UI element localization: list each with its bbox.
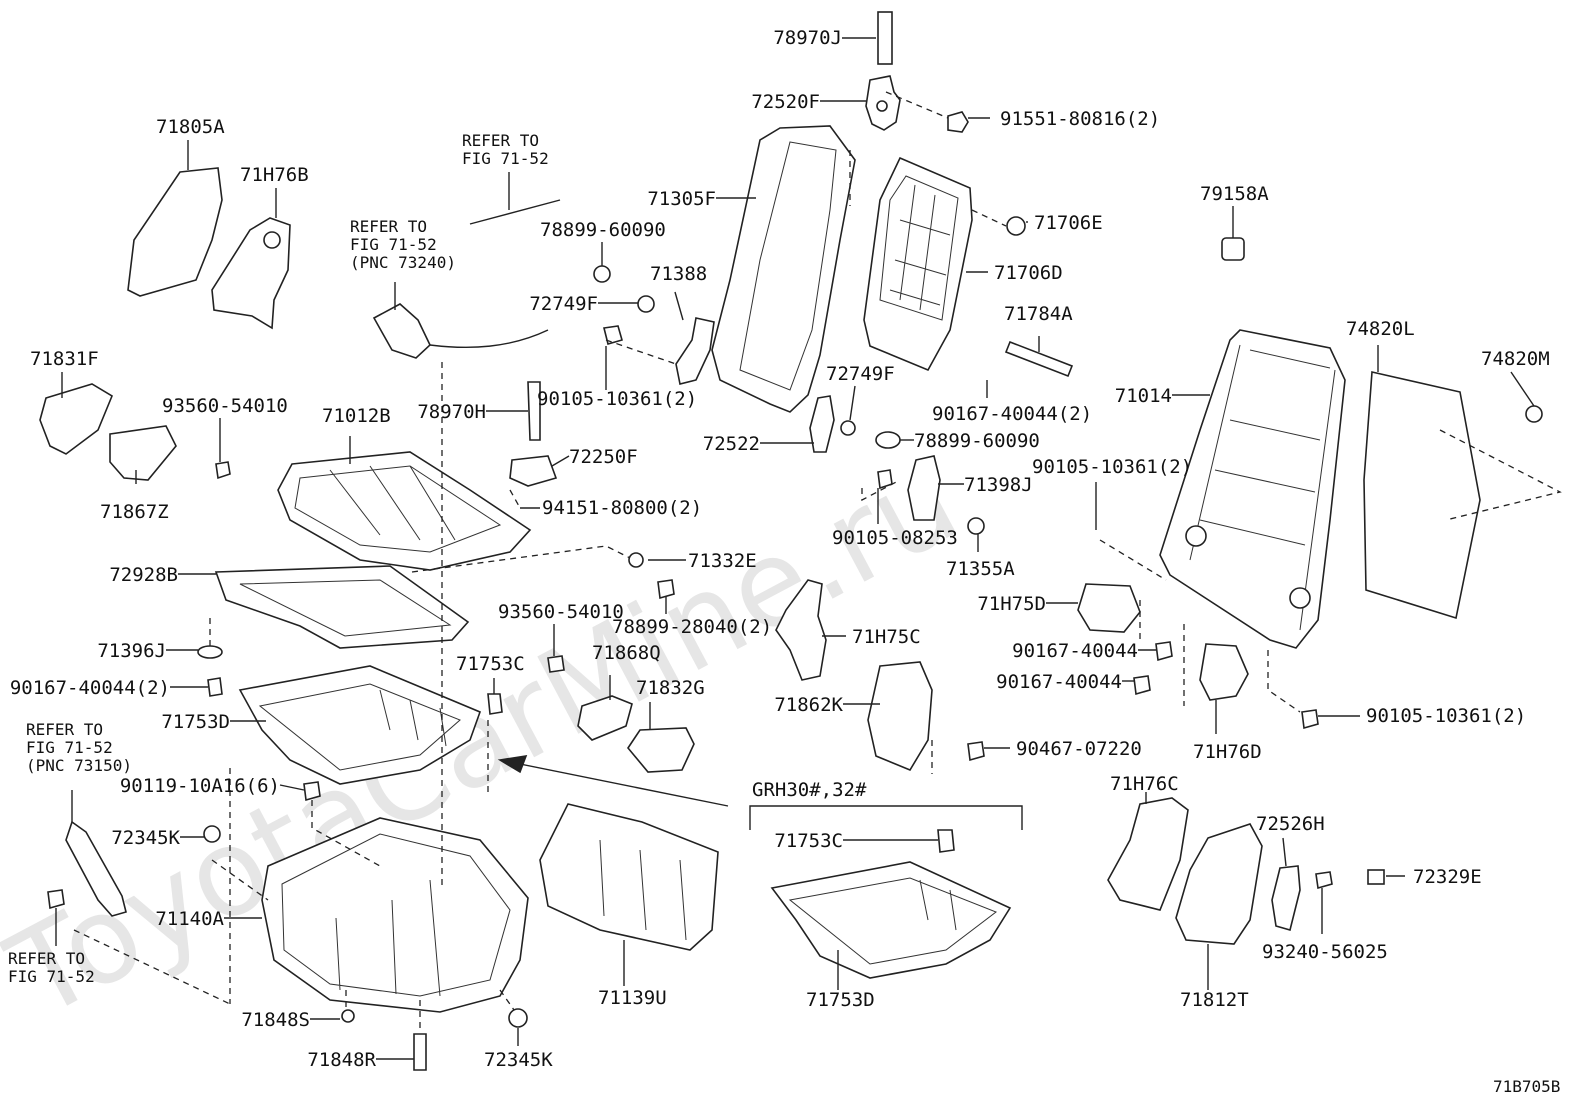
part-label-71832g[interactable]: 71832G (636, 677, 705, 699)
part-label-93240-56025[interactable]: 93240-56025 (1262, 941, 1388, 963)
part-label-78899-280402[interactable]: 78899-28040(2) (612, 616, 772, 638)
cover-71812T-shape (1175, 823, 1263, 945)
part-label-78970j[interactable]: 78970J (773, 27, 842, 49)
part-label-71868q[interactable]: 71868Q (592, 642, 661, 664)
part-label-71398j[interactable]: 71398J (964, 474, 1033, 496)
part-label-71753c[interactable]: 71753C (456, 653, 525, 675)
part-label-91551-808162[interactable]: 91551-80816(2) (1000, 108, 1160, 130)
part-label-90119-10a166[interactable]: 90119-10A16(6) (120, 775, 280, 797)
part-label-78899-60090[interactable]: 78899-60090 (914, 430, 1040, 452)
part-label-71867z[interactable]: 71867Z (100, 501, 169, 523)
part-label-90105-103612[interactable]: 90105-10361(2) (537, 388, 697, 410)
part-label-72749f[interactable]: 72749F (529, 293, 598, 315)
base-71140A-shape (261, 817, 529, 1013)
part-label-72329e[interactable]: 72329E (1413, 866, 1482, 888)
part-label-90105-103612[interactable]: 90105-10361(2) (1366, 705, 1526, 727)
part-label-71332e[interactable]: 71332E (688, 550, 757, 572)
reference-note-ref-fig-71-52-pnc73150-line-1: FIG 71-52 (26, 738, 113, 757)
reference-note-ref-fig-71-52-pnc73240-line-1: FIG 71-52 (350, 235, 437, 254)
part-label-71139u[interactable]: 71139U (598, 987, 667, 1009)
part-label-90167-400442[interactable]: 90167-40044(2) (932, 403, 1092, 425)
part-label-94151-808002[interactable]: 94151-80800(2) (542, 497, 702, 519)
part-label-71784a[interactable]: 71784A (1004, 303, 1073, 325)
cover-71805A-shape (127, 167, 223, 297)
reference-note-ref-fig-71-52-b-line-0: REFER TO (8, 949, 85, 968)
part-label-74820l[interactable]: 74820L (1346, 318, 1415, 340)
part-label-90167-400442[interactable]: 90167-40044(2) (10, 677, 170, 699)
part-label-71805a[interactable]: 71805A (156, 116, 225, 138)
part-label-79158a[interactable]: 79158A (1200, 183, 1269, 205)
leader-lines (55, 37, 1535, 1060)
part-label-72522[interactable]: 72522 (703, 433, 760, 455)
part-label-71012b[interactable]: 71012B (322, 405, 391, 427)
part-label-71h75c[interactable]: 71H75C (852, 626, 921, 648)
rod-78970J-shape (877, 11, 893, 65)
part-label-71812t[interactable]: 71812T (1180, 989, 1249, 1011)
cover-71831F-shape (39, 383, 114, 455)
part-label-71753c[interactable]: 71753C (774, 830, 843, 852)
part-label-71862k[interactable]: 71862K (774, 694, 843, 716)
reference-note-ref-fig-71-52-pnc73150-line-2: (PNC 73150) (26, 756, 132, 775)
frame-71014-shape (1159, 329, 1346, 649)
part-label-71753d[interactable]: 71753D (806, 989, 875, 1011)
part-label-71140a[interactable]: 71140A (155, 908, 224, 930)
cover-71862K-shape (867, 661, 933, 772)
part-label-90167-40044[interactable]: 90167-40044 (996, 671, 1122, 693)
part-label-90105-103612[interactable]: 90105-10361(2) (1032, 456, 1192, 478)
reference-note-ref-fig-71-52-a-line-1: FIG 71-52 (462, 149, 549, 168)
part-label-72526h[interactable]: 72526H (1256, 813, 1325, 835)
frame-71012B-shape (277, 451, 532, 571)
part-label-71831f[interactable]: 71831F (30, 348, 99, 370)
part-label-71848s[interactable]: 71848S (241, 1009, 310, 1031)
reference-note-ref-fig-71-52-pnc73240-line-0: REFER TO (350, 217, 427, 236)
part-label-72250f[interactable]: 72250F (569, 446, 638, 468)
part-label-74820m[interactable]: 74820M (1481, 348, 1550, 370)
part-label-71014[interactable]: 71014 (1115, 385, 1172, 407)
part-label-71h75d[interactable]: 71H75D (977, 593, 1046, 615)
part-label-71706d[interactable]: 71706D (994, 262, 1063, 284)
part-labels: 78970J 72520F 91551-80816(2) 71305F 71706E 71… (10, 27, 1550, 1071)
reference-note-ref-fig-71-52-a-line-0: REFER TO (462, 131, 539, 150)
part-label-72520f[interactable]: 72520F (751, 91, 820, 113)
cover-71139U-shape (539, 803, 719, 951)
variant-note: GRH30#,32# (752, 779, 867, 801)
part-label-78970h[interactable]: 78970H (417, 401, 486, 423)
part-label-71h76b[interactable]: 71H76B (240, 164, 309, 186)
reference-note-ref-fig-71-52-b-line-1: FIG 71-52 (8, 967, 95, 986)
part-label-71355a[interactable]: 71355A (946, 558, 1015, 580)
part-label-72928b[interactable]: 72928B (109, 564, 178, 586)
part-label-71706e[interactable]: 71706E (1034, 212, 1103, 234)
tray-72928B-shape (214, 565, 470, 649)
part-label-71h76d[interactable]: 71H76D (1193, 741, 1262, 763)
board-71706D-shape (863, 156, 973, 372)
board-74820L-shape (1363, 371, 1481, 620)
assembly-lines (73, 91, 1562, 1030)
part-label-71305f[interactable]: 71305F (647, 188, 716, 210)
part-label-71753d[interactable]: 71753D (161, 711, 230, 733)
part-label-90467-07220[interactable]: 90467-07220 (1016, 738, 1142, 760)
part-label-72345k[interactable]: 72345K (111, 827, 180, 849)
part-label-90105-08253[interactable]: 90105-08253 (832, 527, 958, 549)
cap-79158A-shape (1221, 237, 1245, 261)
part-label-71396j[interactable]: 71396J (97, 640, 166, 662)
reference-note-ref-fig-71-52-pnc73150-line-0: REFER TO (26, 720, 103, 739)
part-label-72749f[interactable]: 72749F (826, 363, 895, 385)
part-label-71848r[interactable]: 71848R (307, 1049, 376, 1071)
part-label-93560-54010[interactable]: 93560-54010 (162, 395, 288, 417)
part-label-71h76c[interactable]: 71H76C (1110, 773, 1179, 795)
part-label-71388[interactable]: 71388 (650, 263, 707, 285)
part-label-78899-60090[interactable]: 78899-60090 (540, 219, 666, 241)
diagram-code: 71B705B (1493, 1077, 1560, 1096)
reference-note-ref-fig-71-52-pnc73240-line-2: (PNC 73240) (350, 253, 456, 272)
part-shapes (39, 11, 1543, 1071)
part-label-93560-54010[interactable]: 93560-54010 (498, 601, 624, 623)
part-label-72345k[interactable]: 72345K (484, 1049, 553, 1071)
part-label-90167-40044[interactable]: 90167-40044 (1012, 640, 1138, 662)
